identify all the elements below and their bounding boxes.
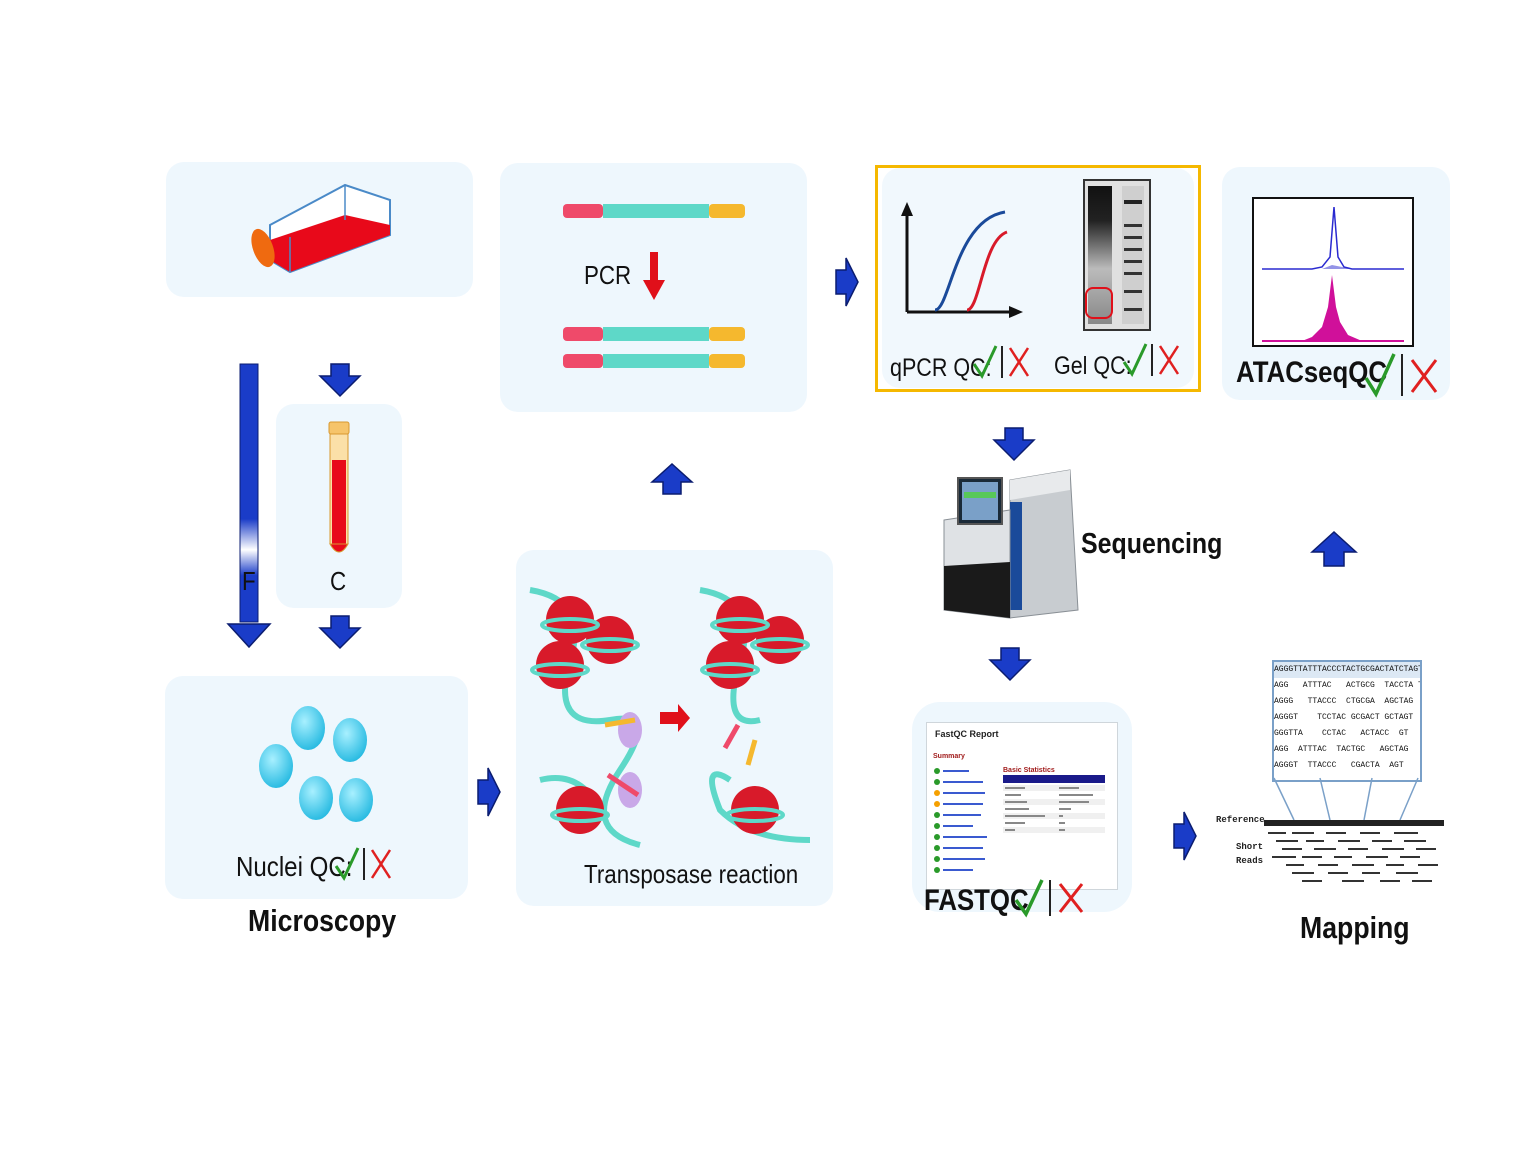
qc-highlight-box — [875, 165, 1201, 392]
right-arrow-3 — [1173, 811, 1197, 861]
transposase-label: Transposase reaction — [584, 859, 799, 889]
atacseqqc-label: ATACseqQC — [1236, 356, 1387, 389]
mapping-label: Mapping — [1300, 910, 1410, 945]
up-arrow-1 — [650, 462, 694, 495]
pcr-down-arrow — [643, 252, 665, 300]
dna-fragment-top — [563, 204, 745, 218]
reference-label: Reference — [1216, 815, 1265, 825]
right-arrow-1 — [477, 767, 501, 817]
fastqc-report-title: FastQC Report — [935, 729, 999, 739]
up-arrow-2 — [1310, 530, 1358, 567]
tube-icon — [328, 421, 350, 553]
sequencing-label: Sequencing — [1081, 528, 1223, 560]
right-arrow-2 — [835, 257, 859, 307]
nuclei-image — [259, 706, 373, 822]
mapping-zoom-box: AGGGTTATTTACCCTACTGCGACTATCTAGT AGG ATTT… — [1272, 660, 1422, 782]
mapping-seq-row: AGGGTTATTTACCCTACTGCGACTATCTAGT — [1274, 662, 1420, 678]
dna-fragment-bottom-2 — [563, 354, 745, 368]
gel-image — [1083, 179, 1151, 331]
fastqc-stats-table — [1003, 775, 1105, 833]
check-icon — [334, 847, 392, 882]
fastqc-report-window: FastQC Report Summary Basic Statistics — [926, 722, 1118, 890]
mapping-seq-row: AGG ATTTAC TACTGC AGCTAG — [1274, 745, 1409, 754]
dna-fragment-bottom-1 — [563, 327, 745, 341]
fastqc-summary-list — [934, 768, 987, 873]
down-arrow-2 — [318, 615, 362, 650]
nuclei-qc-label: Nuclei QC: — [236, 851, 353, 882]
transposase-illustration — [529, 587, 811, 848]
sequencer-machine — [943, 469, 1079, 619]
mapping-seq-row: AGGG TTACCC CTGCGA AGCTAG — [1274, 697, 1414, 706]
mapping-seq-row: AGGGT TCCTAC GCGACT GCTAGT — [1274, 713, 1414, 722]
mapping-reads — [1264, 820, 1444, 882]
down-arrow-4 — [988, 647, 1032, 682]
mapping-zoom-lines — [1273, 777, 1419, 821]
filter-arrow — [226, 363, 272, 649]
gel-qc-label: Gel QC: — [1054, 352, 1132, 380]
qpcr-curve — [901, 202, 1023, 318]
fastqc-check-cross — [1014, 879, 1084, 918]
cell-culture-flask — [251, 183, 391, 274]
atacseqqc-check-cross — [1364, 353, 1438, 398]
gel-check-cross — [1122, 343, 1180, 378]
pcr-label: PCR — [584, 260, 632, 290]
f-label: F — [242, 566, 256, 596]
qpcr-check-cross — [972, 345, 1030, 380]
fastqc-label: FASTQC — [924, 884, 1029, 917]
fastqc-stats-heading: Basic Statistics — [1003, 767, 1055, 774]
short-reads-label: Short Reads — [1236, 840, 1263, 868]
qpcr-qc-label: qPCR QC: — [890, 354, 992, 382]
mapping-seq-row: AGGGT TTACCC CGACTA AGT — [1274, 761, 1404, 770]
mapping-seq-row: GGGTTA CCTAC ACTACC GT — [1274, 729, 1409, 738]
c-label: C — [330, 566, 347, 596]
atacseqqc-plot — [1252, 197, 1414, 347]
down-arrow-3 — [992, 427, 1036, 462]
down-arrow-1 — [318, 363, 362, 398]
fastqc-summary-heading: Summary — [933, 753, 965, 760]
reads-label: Reads — [1236, 856, 1264, 866]
mapping-seq-row: AGG ATTTAC ACTGCG TACCTA T — [1274, 681, 1422, 690]
short-label: Short — [1236, 842, 1264, 852]
microscopy-label: Microscopy — [248, 903, 397, 938]
